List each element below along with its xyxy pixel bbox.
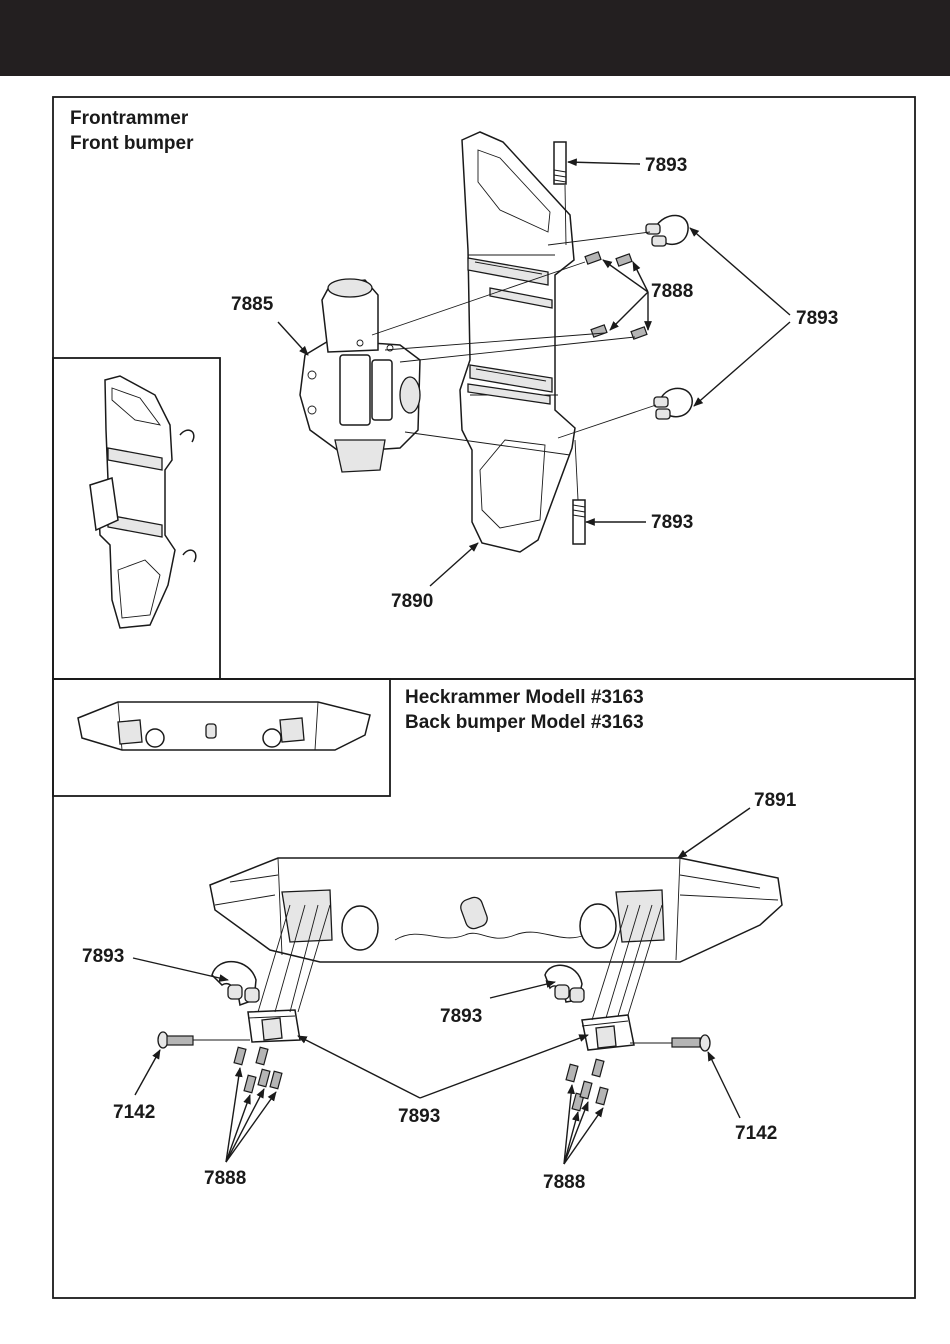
leader-rear-screws-left-4: [226, 1092, 276, 1162]
winch-7885: [300, 279, 420, 472]
leader-rear-mount-right: [420, 1035, 588, 1098]
label-front-pin-top: 7893: [645, 155, 687, 176]
rear-bumper-7891: [210, 858, 782, 962]
shackle-bottom: [654, 388, 692, 419]
label-rear-mounts: 7893: [398, 1106, 440, 1127]
back-title-de: Heckrammer Modell #3163: [405, 687, 644, 708]
rear-left-mount-plate: [248, 1010, 300, 1042]
rear-right-bolt-7142: [630, 1035, 710, 1051]
leader-front-shackle-top: [690, 228, 790, 315]
label-rear-shackle-right: 7893: [440, 1006, 482, 1027]
label-rear-bolt-left: 7142: [113, 1102, 155, 1123]
label-rear-shackle-left: 7893: [82, 946, 124, 967]
shackle-top: [646, 215, 688, 246]
leader-rear-shackle-left: [133, 958, 228, 980]
label-front-bumper: 7890: [391, 591, 433, 612]
leader-front-screw-1: [603, 260, 648, 292]
leader-rear-shackle-right: [490, 982, 555, 998]
front-screws-7888: [585, 252, 647, 339]
back-inset-assembled-bumper: [78, 702, 370, 750]
leader-winch: [278, 322, 308, 355]
label-rear-bolt-right: 7142: [735, 1123, 777, 1144]
front-title-de: Frontrammer: [70, 108, 189, 129]
leader-rear-screws-left-2: [226, 1095, 250, 1162]
label-front-shackles: 7893: [796, 308, 838, 329]
leader-rear-mount-left: [298, 1036, 420, 1098]
leader-rear-bolt-right: [708, 1052, 740, 1118]
leader-rear-bolt-left: [135, 1050, 160, 1095]
label-front-screws: 7888: [651, 281, 693, 302]
label-rear-screws-right: 7888: [543, 1172, 585, 1193]
label-winch: 7885: [231, 294, 274, 315]
rear-left-shackle: [212, 962, 259, 1005]
leader-front-shackle-bottom: [694, 322, 790, 406]
label-rear-screws-left: 7888: [204, 1168, 246, 1189]
label-rear-bumper: 7891: [754, 790, 797, 811]
leader-rear-bumper: [678, 808, 750, 858]
front-title-en: Front bumper: [70, 133, 194, 154]
front-bumper-plate-7890: [460, 132, 575, 552]
leader-front-bumper: [430, 543, 478, 586]
leader-front-screw-3: [610, 292, 648, 330]
rear-right-mount-plate: [582, 1015, 634, 1050]
leader-rear-screws-right-4: [564, 1108, 603, 1164]
pin-bottom: [573, 440, 585, 544]
rear-left-screws-7888: [234, 1047, 282, 1093]
rear-left-bolt-7142: [158, 1032, 250, 1048]
back-title-en: Back bumper Model #3163: [405, 712, 644, 733]
label-front-pin-bottom: 7893: [651, 512, 693, 533]
leader-front-pin-top: [568, 162, 640, 164]
front-inset-assembled-bumper: [90, 376, 196, 628]
back-section-frame: [53, 679, 915, 1298]
